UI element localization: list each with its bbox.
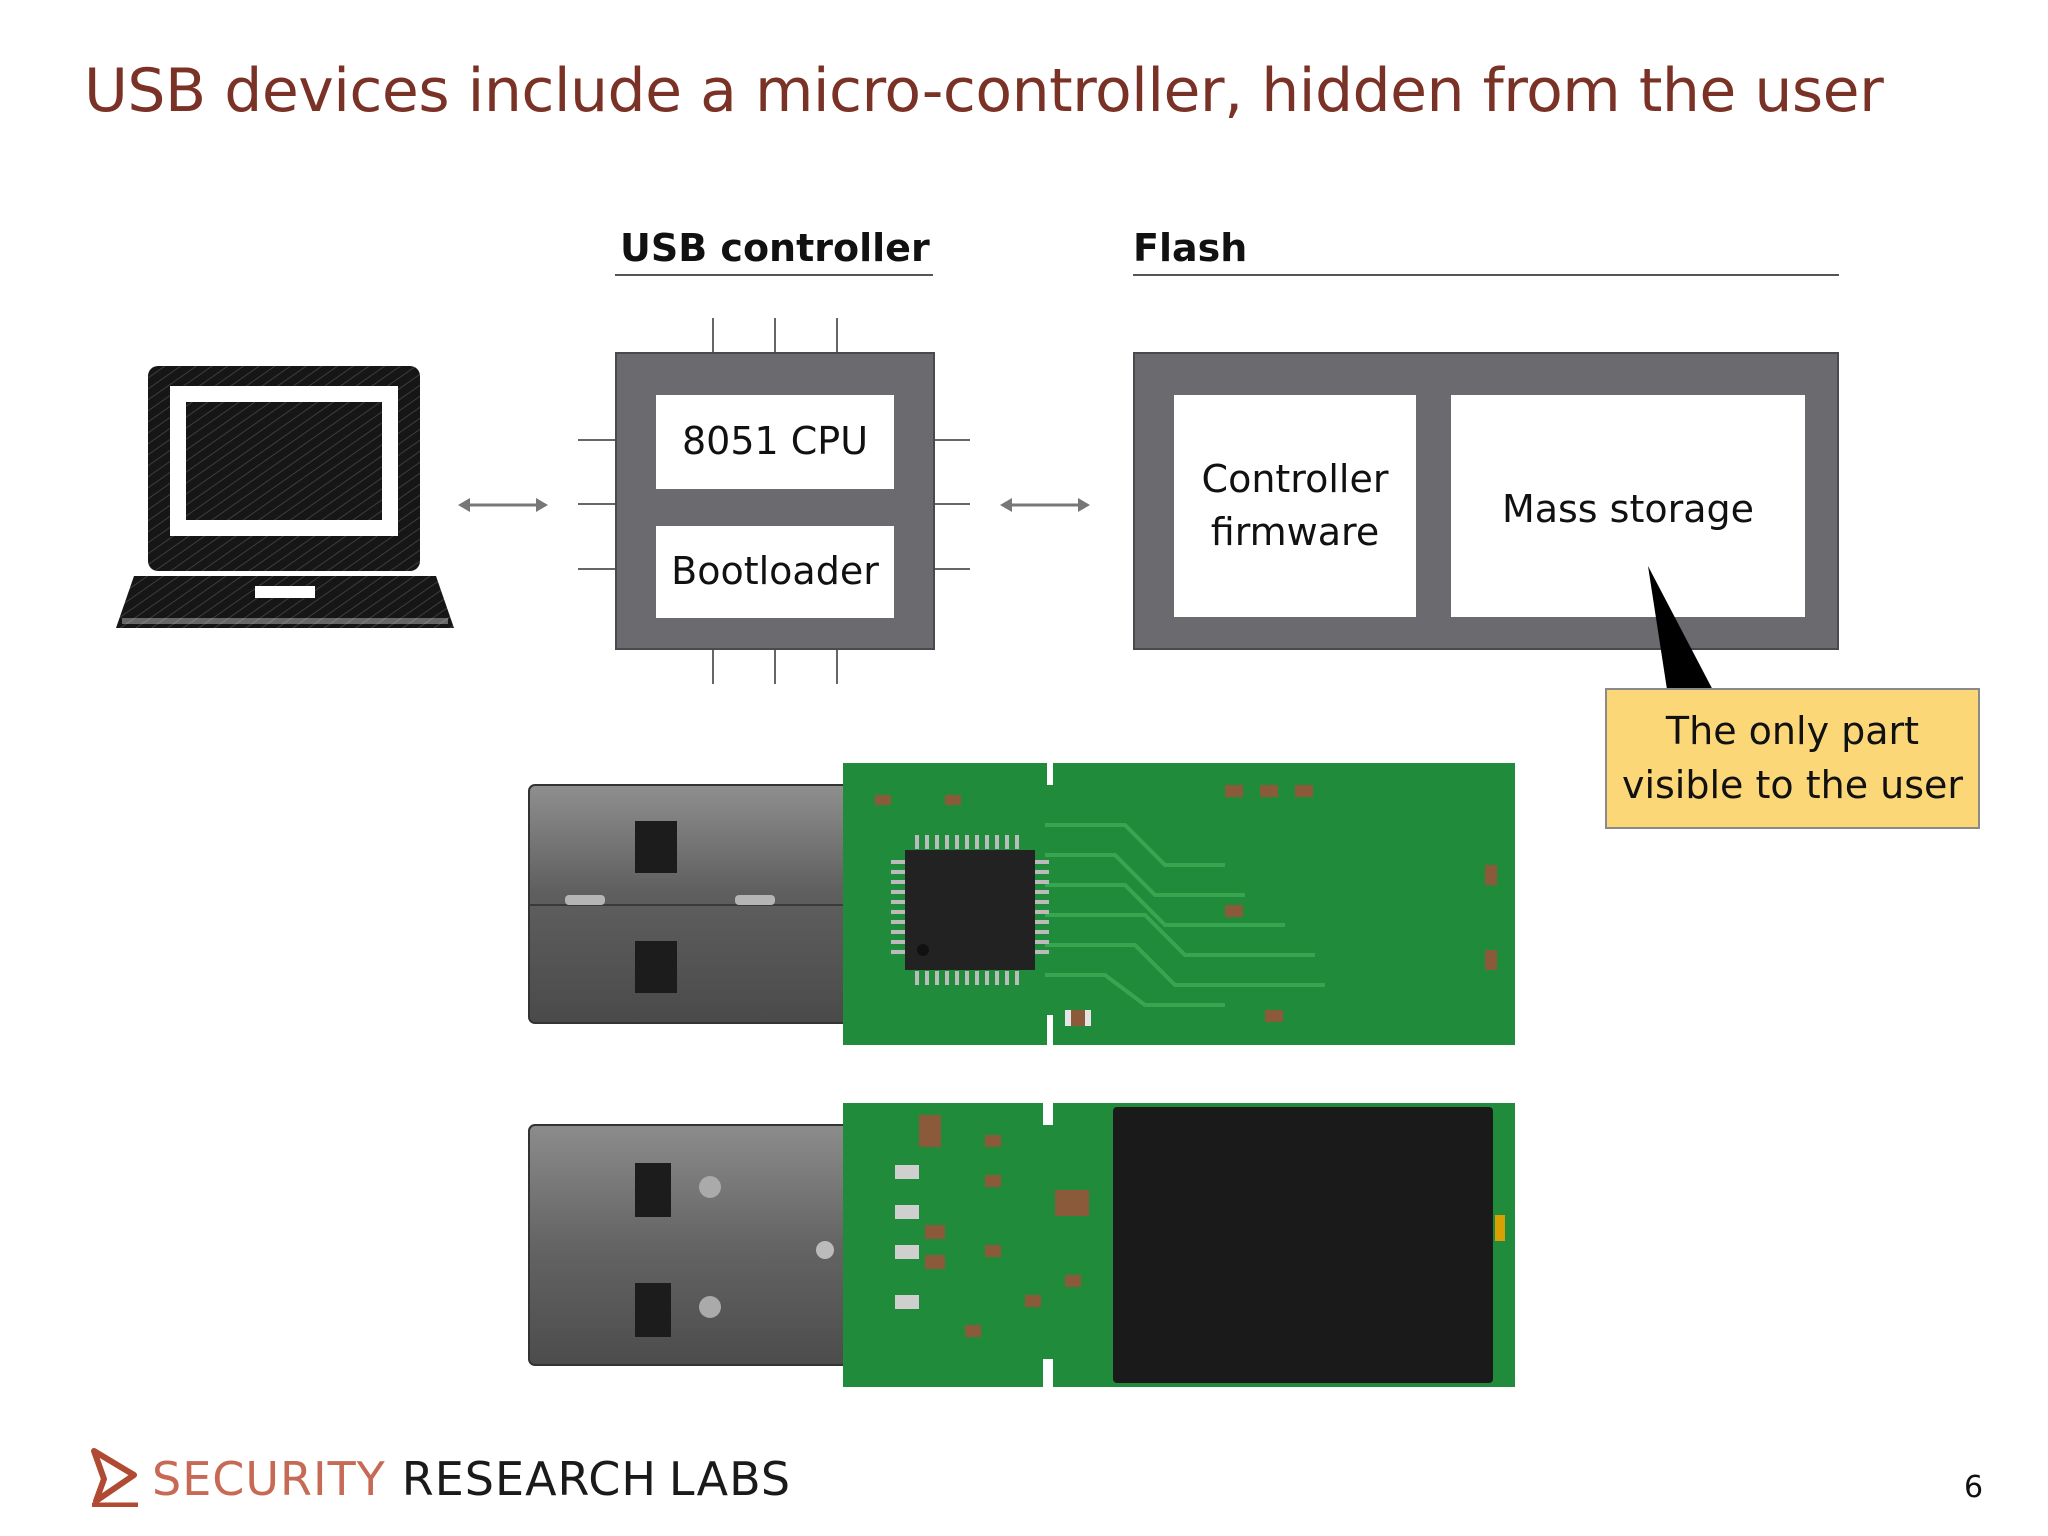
- flash-heading-rule: [1133, 274, 1839, 276]
- slide-title: USB devices include a micro-controller, …: [84, 56, 1884, 126]
- chip-pin: [774, 318, 776, 354]
- chip-pin: [578, 503, 616, 505]
- visibility-callout: The only part visible to the user: [1605, 688, 1980, 829]
- logo-research: RESEARCH: [401, 1452, 657, 1506]
- cpu-box: 8051 CPU: [656, 395, 894, 489]
- chip-pin: [578, 439, 616, 441]
- bootloader-box: Bootloader: [656, 526, 894, 618]
- usb-board-top-photo: [525, 755, 1525, 1055]
- page-number: 6: [1964, 1470, 1984, 1505]
- controller-firmware-box: Controller firmware: [1174, 395, 1416, 617]
- chip-pin: [836, 318, 838, 354]
- chip-pin: [836, 648, 838, 684]
- bidirectional-arrow-icon: [1000, 490, 1090, 520]
- callout-pointer: [1640, 566, 1720, 696]
- chip-pin: [578, 568, 616, 570]
- chip-pin: [932, 439, 970, 441]
- chip-pin: [774, 648, 776, 684]
- mass-storage-box: Mass storage: [1451, 395, 1805, 617]
- chip-pin: [932, 503, 970, 505]
- usb-board-bottom-photo: [525, 1095, 1525, 1395]
- logo-labs: LABS: [668, 1452, 792, 1506]
- chip-pin: [712, 648, 714, 684]
- usb-controller-heading-rule: [615, 274, 933, 276]
- flash-heading: Flash: [1133, 226, 1248, 270]
- bidirectional-arrow-icon: [458, 490, 548, 520]
- chip-pin: [932, 568, 970, 570]
- security-research-labs-logo: [86, 1445, 146, 1508]
- logo-security: SECURITY: [152, 1452, 386, 1506]
- usb-controller-heading: USB controller: [620, 226, 930, 270]
- laptop-icon: [110, 360, 460, 640]
- chip-pin: [712, 318, 714, 354]
